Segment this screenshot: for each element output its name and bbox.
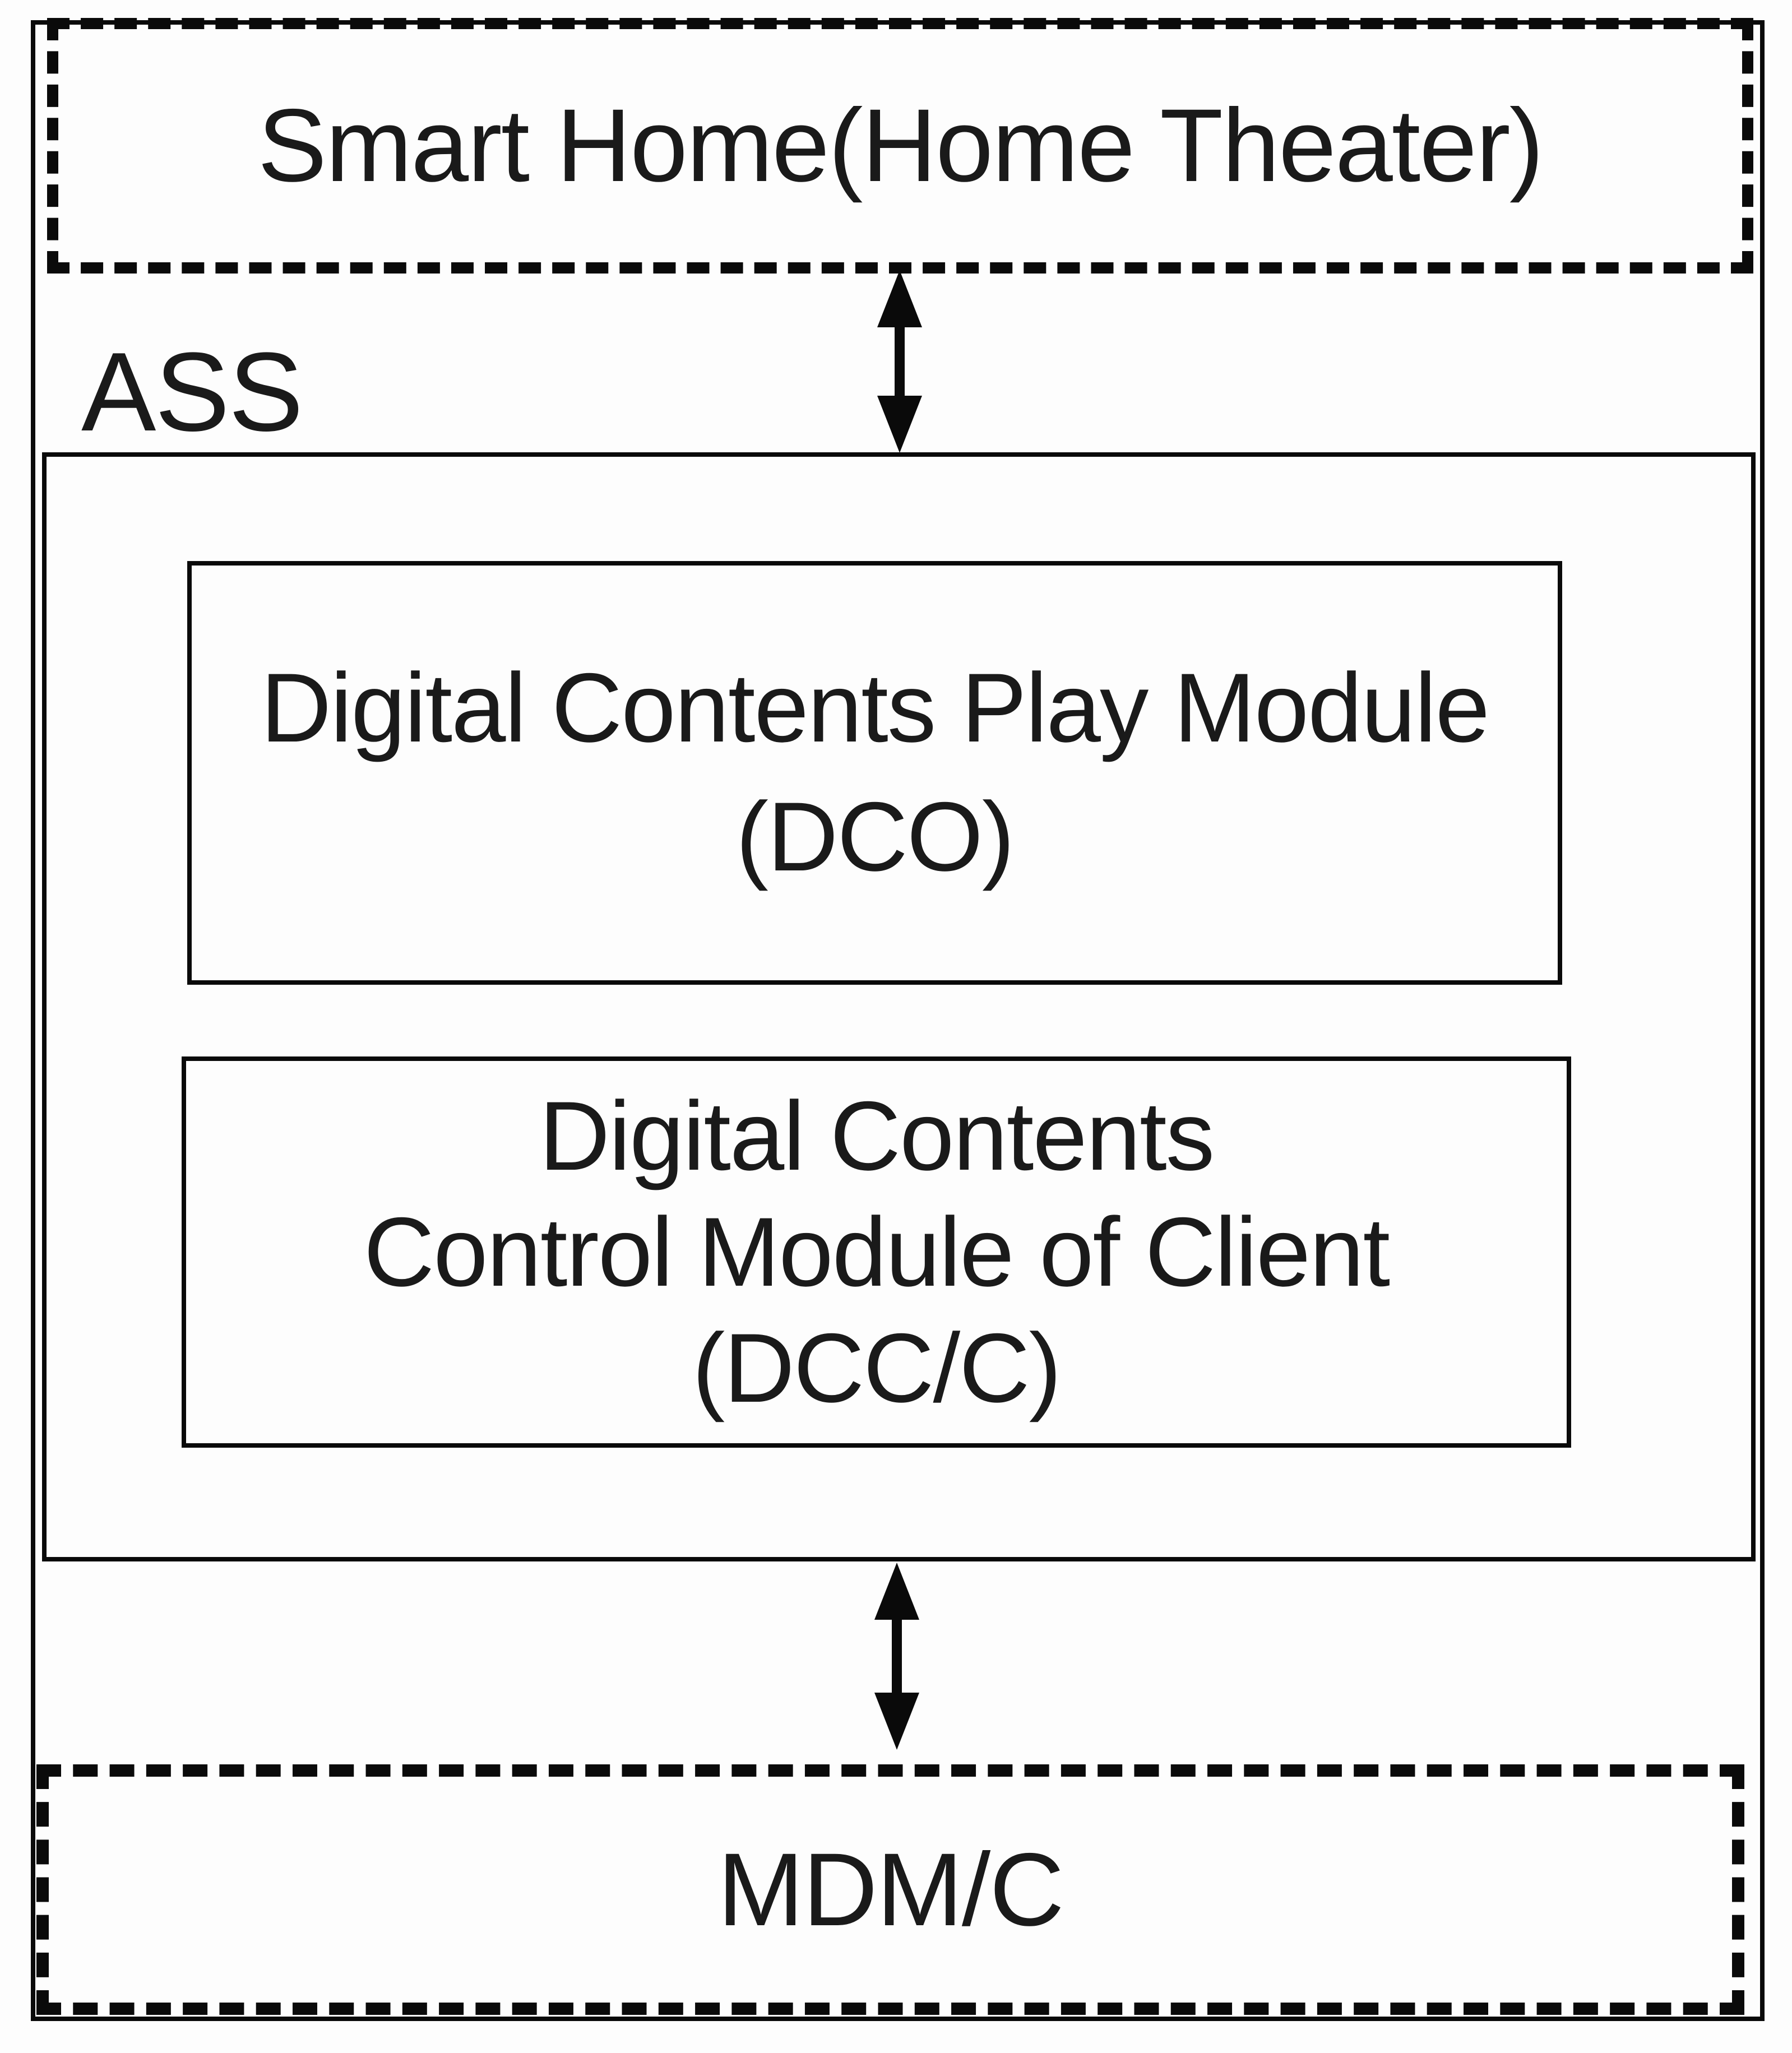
mdm-label: MDM/C	[717, 1832, 1064, 1948]
dccc-module-box: Digital Contents Control Module of Clien…	[182, 1056, 1571, 1448]
smart-home-box: Smart Home(Home Theater)	[47, 18, 1753, 274]
ass-container-box	[42, 452, 1756, 1561]
dco-module-label-line2: (DCO)	[735, 782, 1015, 892]
dccc-module-label-line2: Control Module of Client	[363, 1197, 1390, 1307]
dco-module-label-line1: Digital Contents Play Module	[261, 654, 1490, 763]
double-arrow-vertical-icon	[874, 1563, 919, 1750]
smart-home-label: Smart Home(Home Theater)	[257, 88, 1544, 203]
ass-label: ASS	[81, 330, 303, 455]
double-arrow-vertical-icon	[877, 270, 922, 453]
dccc-module-label-line1: Digital Contents	[539, 1081, 1215, 1191]
dco-module-box: Digital Contents Play Module (DCO)	[187, 561, 1562, 985]
mdm-box: MDM/C	[36, 1764, 1744, 2015]
dccc-module-label-line3: (DCC/C)	[692, 1313, 1062, 1423]
